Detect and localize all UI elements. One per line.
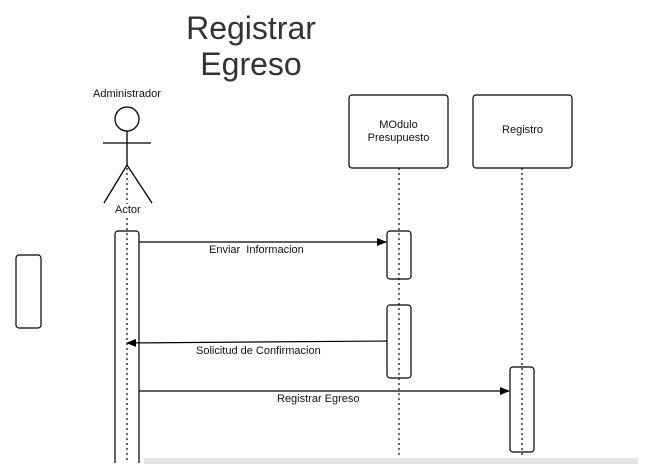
message-label-solicitud-confirmacion: Solicitud de Confirmacion	[196, 345, 321, 357]
activation-registro	[509, 366, 535, 453]
participant-label-registro: Registro	[473, 95, 572, 165]
message-label-registrar-egreso: Registrar Egreso	[277, 393, 360, 405]
actor-figure	[103, 106, 153, 204]
actor-top-label: Administrador	[93, 88, 161, 100]
activation-modulo-1	[386, 230, 412, 280]
message-arrow-solicitud-confirmacion	[126, 338, 388, 347]
stray-box	[15, 254, 42, 329]
participant-label-line-2: Presupuesto	[367, 131, 430, 144]
actor-bottom-label: Actor	[114, 204, 142, 216]
activation-actor	[114, 230, 140, 463]
diagram-title: Registrar Egreso	[150, 10, 352, 82]
participant-label-line-1: Registro	[502, 123, 543, 136]
activation-modulo-2	[386, 304, 412, 379]
participant-label-modulo-presupuesto: MOdulo Presupuesto	[349, 95, 448, 168]
actor-left-leg	[103, 164, 128, 204]
actor-right-leg	[126, 164, 153, 204]
title-line-2: Egreso	[200, 46, 302, 82]
title-line-1: Registrar	[186, 10, 316, 46]
bottom-scroll-strip	[144, 458, 638, 464]
actor-head	[114, 106, 140, 132]
message-label-enviar-informacion: Enviar Informacion	[209, 244, 304, 256]
participant-label-line-1: MOdulo	[379, 118, 418, 131]
